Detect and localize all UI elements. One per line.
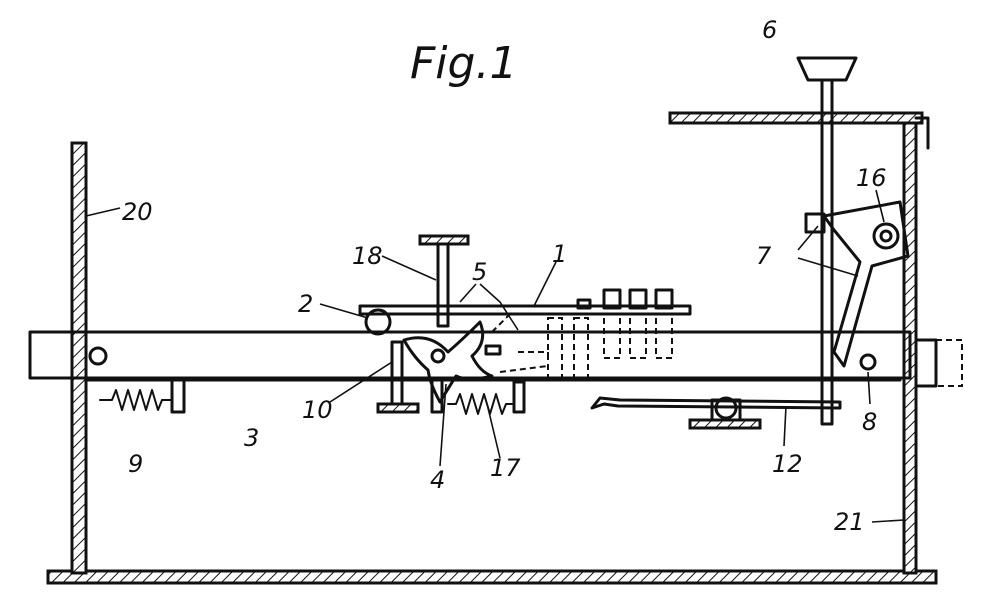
label-1: 1 (552, 240, 567, 268)
latch-7-block (804, 212, 826, 234)
key-3-dashed (655, 313, 673, 359)
label-6: 6 (762, 16, 777, 44)
stop-18 (436, 242, 450, 328)
label-20: 20 (122, 198, 153, 226)
bar-end-right (914, 338, 938, 388)
label-5: 5 (472, 258, 487, 286)
pivot-16-inner (879, 229, 893, 243)
key-bar-1 (358, 304, 692, 316)
label-2: 2 (298, 290, 313, 318)
label-7: 7 (756, 242, 772, 270)
label-12: 12 (772, 450, 803, 478)
label-21: 21 (834, 508, 865, 536)
knob-6 (796, 56, 858, 82)
lead-21 (871, 519, 905, 523)
spring-17 (447, 393, 515, 415)
shelf-bracket (914, 116, 930, 150)
lead-20 (85, 207, 121, 217)
drop-2-dashed (573, 317, 589, 381)
key-lug (576, 298, 592, 310)
cam-stem (430, 378, 444, 414)
bar-extension-dashed (915, 339, 963, 387)
roller-2 (364, 308, 392, 336)
latch-7 (822, 200, 910, 368)
plunger-rod (820, 78, 834, 426)
key-2-dashed (629, 313, 647, 359)
lead-5 (459, 283, 519, 331)
cam-pivot (430, 348, 446, 364)
rocker-lever-12 (590, 396, 842, 410)
ground-12 (688, 418, 762, 430)
spring-17-lug (512, 380, 526, 414)
pin-8 (859, 353, 877, 371)
key-1-dashed (603, 313, 621, 359)
key-2 (628, 288, 648, 310)
pivot-left (88, 346, 108, 366)
key-1 (602, 288, 622, 310)
slide-bar (28, 330, 912, 380)
spring-9-lug (170, 376, 186, 414)
cam-lever-4 (402, 320, 494, 404)
label-18: 18 (352, 242, 383, 270)
label-17: 17 (490, 454, 521, 482)
lead-2 (319, 303, 369, 319)
fulcrum-12 (714, 396, 738, 420)
spring-9 (99, 389, 173, 411)
label-10: 10 (302, 396, 333, 424)
base-plate (46, 569, 938, 585)
top-shelf (668, 111, 924, 125)
label-9: 9 (128, 450, 143, 478)
drop-1-dashed (547, 317, 563, 381)
small-block (484, 344, 502, 356)
key-3 (654, 288, 674, 310)
lead-16 (875, 189, 885, 223)
lead-12 (783, 405, 787, 447)
left-wall (70, 141, 88, 575)
lead-7 (797, 225, 859, 277)
label-8: 8 (862, 408, 877, 436)
displaced-arm (491, 313, 549, 360)
motion-path (499, 365, 549, 373)
lead-18 (381, 255, 437, 281)
pivot-16 (872, 222, 900, 250)
label-3: 3 (244, 424, 259, 452)
lead-10 (329, 361, 393, 403)
lead-8 (867, 371, 871, 405)
ground-10 (376, 402, 420, 414)
lead-17 (487, 407, 501, 459)
label-4: 4 (430, 466, 445, 494)
figure-title: Fig.1 (410, 38, 517, 89)
lead-4 (439, 383, 447, 467)
lead-1 (533, 261, 557, 307)
label-16: 16 (856, 164, 887, 192)
